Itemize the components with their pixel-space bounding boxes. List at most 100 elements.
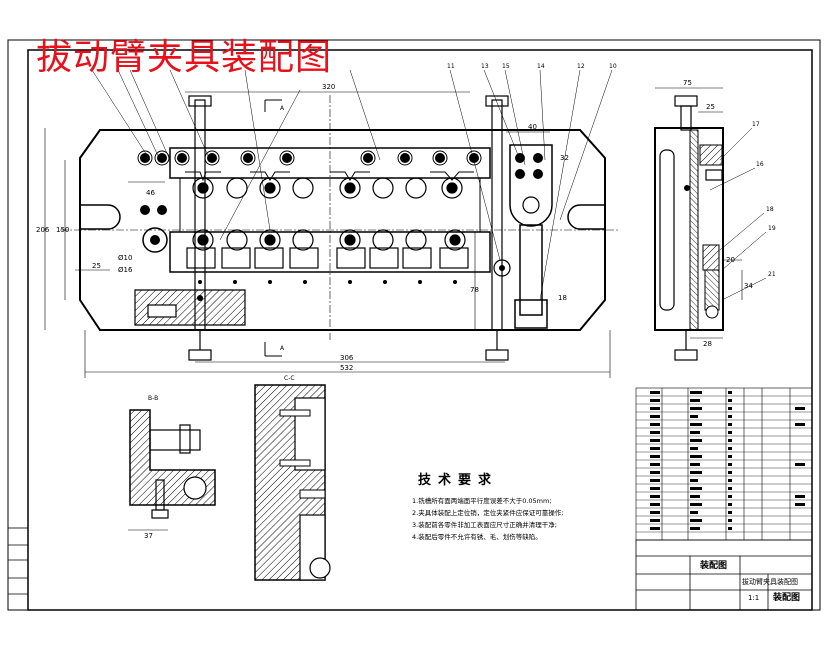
dim-150: 150 [56,226,69,234]
swing-arm [509,144,553,227]
locator-pin-circle [142,227,168,253]
bb-pin [183,476,207,500]
side-spring-box [702,244,720,271]
cc-pin-2 [279,459,311,467]
small-hole-bottom-left [197,295,203,301]
dim-306: 306 [340,354,354,362]
section-bb-label: B-B [148,395,158,402]
svg-text:19: 19 [768,225,776,232]
left-stamp-boxes [7,527,29,611]
bb-screw-head [151,509,169,519]
clamp-screw-vertical [519,224,543,316]
side-clamp-arm [705,169,723,181]
side-dims [655,87,743,339]
cam-rod [147,304,177,318]
side-dim-75: 75 [683,79,692,87]
svg-text:15: 15 [502,63,510,70]
dim-206: 206 [36,226,50,234]
tech-req-item: 3.装配前各零件非加工表面应尺寸正确并清理干净; [412,521,557,529]
cc-hole [309,557,331,579]
section-label-a-top: A [280,105,285,112]
leader-numbers: 11 13 15 14 12 10 [447,63,617,70]
post-cap-bottom-right [485,349,509,361]
svg-text:14: 14 [537,63,545,70]
side-cap-top [674,95,698,107]
right-u-slot [567,204,605,230]
side-screw [704,269,720,311]
section-cc: C-C [254,375,331,581]
svg-text:17: 17 [752,121,760,128]
left-u-slot [80,204,121,230]
dim-18: 18 [558,294,567,302]
dim-78: 78 [470,286,479,294]
dim-25: 25 [92,262,101,270]
section-bb: B-B 37 [128,395,216,540]
tech-req-item: 1.铣槽所有面两端面平行度误差不大于0.05mm; [412,497,552,505]
side-post [680,105,692,131]
side-dim-20: 20 [726,256,735,264]
clamp-nut [514,299,548,329]
dim-phi16: Ø16 [118,266,133,274]
top-bolt-row [140,153,543,215]
cc-pin-3 [299,489,326,499]
workpiece-row-lower [192,229,466,251]
side-dim-34: 34 [744,282,753,290]
dim-532: 532 [340,364,353,372]
section-marker-a-top [264,99,282,112]
bottom-dot-row [198,280,457,284]
side-cap-bottom [674,349,698,361]
guide-post-right [491,99,503,331]
title-block-name: 装配图 [699,559,727,571]
tech-req-item: 4.装配后零件不允许有锈、毛、划伤等缺陷。 [412,533,542,541]
clamp-knob [493,259,511,277]
cc-pin-1 [279,409,311,417]
side-inner-slot [659,149,675,311]
v-block-row-lower [186,247,469,269]
side-body [654,127,724,331]
dim-320: 320 [322,83,335,91]
bb-dim-37: 37 [144,532,153,540]
side-top-block [699,144,723,166]
post-cap-top-left [188,95,212,107]
parts-list [635,387,813,541]
svg-text:13: 13 [481,63,489,70]
leader-lines [91,69,613,301]
technical-requirements-list: 1.铣槽所有面两端面平行度误差不大于0.05mm; 2.夹具体装配上定位销，定位… [412,495,563,543]
side-leader-numbers: 17 16 18 19 21 [752,121,776,278]
top-bolt-rings [137,150,482,166]
side-dim-25: 25 [706,103,715,111]
section-marker-a-bottom [264,342,282,357]
post-cap-bottom-left [188,349,212,361]
title-block [635,539,813,611]
swing-arm-pivot [522,196,540,214]
title-block-drawing-title: 装配图 [772,591,800,603]
side-hatch-wall [689,129,699,331]
title-block-scale: 1:1 [748,594,759,602]
side-leaders [709,127,767,301]
side-screw-hole [705,305,719,319]
bb-bolt [179,424,191,454]
title-block-school: 拔动臂夹具装配图 [742,577,798,586]
inner-frame [27,49,813,611]
side-view: 75 25 20 34 28 17 16 18 19 21 [654,79,776,361]
svg-text:16: 16 [756,161,764,168]
dim-46: 46 [146,189,155,197]
dim-phi10: Ø10 [118,254,132,262]
cc-slot-top [294,397,326,471]
dimension-lines [44,91,611,378]
clamp-knob-center [499,265,505,271]
svg-text:21: 21 [768,271,776,278]
svg-text:12: 12 [577,63,585,70]
svg-text:10: 10 [609,63,617,70]
centerlines [60,95,620,340]
parts-list-text-marks [650,391,805,530]
svg-text:11: 11 [447,63,455,70]
locator-pin-center [150,235,160,245]
bb-top-block [149,429,201,451]
drawing-title: 拔动臂夹具装配图 [36,37,333,78]
section-cc-label: C-C [284,375,295,382]
workpiece-row-upper [192,177,463,199]
section-label-a-bottom: A [280,345,285,352]
side-dim-28: 28 [703,340,712,348]
